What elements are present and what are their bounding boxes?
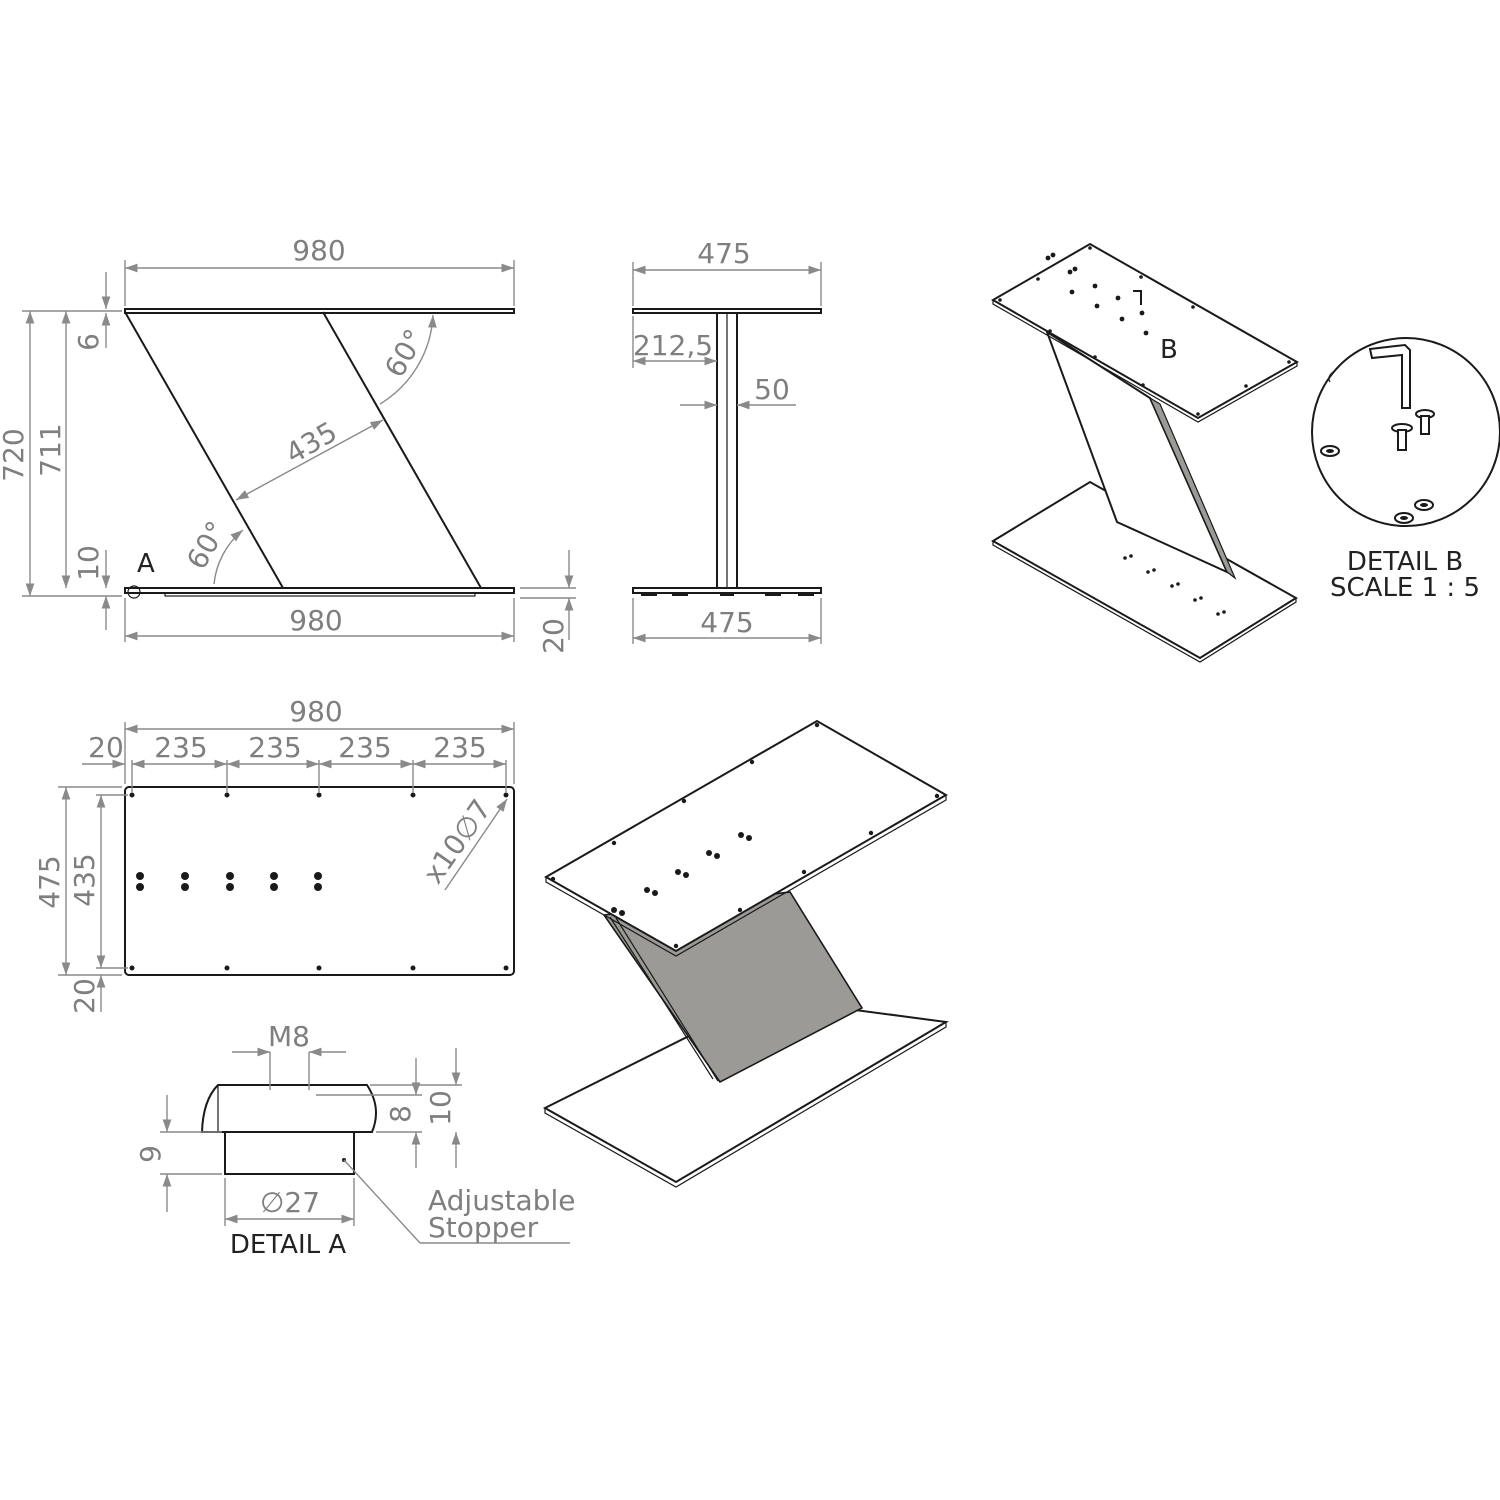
dim-front-height-inner: 711 [34, 423, 67, 476]
detail-b-circle [1311, 337, 1500, 527]
detail-b-scale: SCALE 1 : 5 [1330, 573, 1480, 603]
perimeter-holes [129, 792, 509, 971]
isometric-view-secondary: B [990, 242, 1300, 663]
detail-a-circle [127, 585, 141, 599]
dim-front-stopper-height: 20 [537, 618, 570, 654]
stopper-body [224, 1131, 355, 1175]
detail-a-title: DETAIL A [230, 1230, 347, 1260]
dim-front-angle-bottom: 60° [180, 516, 233, 575]
dim-a-thread: M8 [268, 1020, 310, 1053]
stopper-cap [200, 1084, 377, 1133]
mounting-holes [136, 872, 322, 891]
dim-a-height-8: 8 [384, 1105, 417, 1123]
iso2-base-holes [1123, 554, 1226, 616]
detail-b-callout: B [1160, 335, 1178, 365]
dim-top-width: 980 [289, 695, 342, 728]
dim-front-height-total: 720 [0, 428, 30, 481]
front-leg-left-edge [124, 311, 284, 589]
screw-icon [1391, 409, 1435, 451]
front-base-plate [124, 587, 515, 594]
iso2-top-holes [998, 246, 1291, 416]
note-line-2: Stopper [428, 1211, 539, 1244]
dim-top-spacing-1: 235 [154, 731, 207, 764]
dim-front-top-thickness: 6 [72, 333, 105, 351]
dim-top-spacing-4: 235 [433, 731, 486, 764]
dim-top-bottom-offset: 20 [68, 978, 101, 1014]
dim-side-offset: 212,5 [633, 329, 713, 362]
dim-top-inner-depth: 435 [68, 853, 101, 906]
dim-front-width-top: 980 [292, 234, 345, 267]
dim-a-height-10: 10 [424, 1090, 457, 1126]
dim-side-width-bottom: 475 [700, 606, 753, 639]
detail-a: M8 8 10 9 ∅27 Adjustable Stopper DETAIL … [134, 1020, 575, 1260]
dim-top-spacing-2: 235 [248, 731, 301, 764]
side-base-plate [632, 587, 822, 594]
front-leg-right-edge [322, 311, 482, 589]
dim-front-diagonal-width: 435 [280, 415, 343, 470]
dim-front-angle-top: 60° [378, 324, 431, 383]
dim-top-depth: 475 [33, 855, 66, 908]
front-view: A 980 980 720 711 6 10 20 [0, 234, 576, 654]
front-top-plate [124, 308, 515, 314]
dim-top-holes: x10∅7 [417, 793, 498, 889]
isometric-view-main [542, 719, 949, 1188]
dim-front-base-thickness: 10 [72, 545, 105, 581]
dim-top-spacing-3: 235 [338, 731, 391, 764]
hex-key-icon [1368, 343, 1411, 409]
note-line-1: Adjustable [428, 1184, 575, 1217]
detail-a-callout: A [137, 549, 155, 579]
dim-side-leg-thickness: 50 [754, 373, 790, 406]
dim-top-edge-offset: 20 [88, 731, 124, 764]
detail-b-title: DETAIL B [1347, 547, 1463, 577]
dim-a-height-9: 9 [134, 1145, 167, 1163]
dim-side-width-top: 475 [697, 237, 750, 270]
detail-b: DETAIL B SCALE 1 : 5 [1311, 337, 1500, 603]
front-base-rib [164, 592, 476, 597]
dim-a-diameter: ∅27 [260, 1186, 320, 1219]
top-view: 980 20 235 235 235 235 475 435 20 x10∅7 [33, 695, 515, 1014]
dim-front-width-bottom: 980 [289, 604, 342, 637]
iso-top-holes [550, 722, 940, 949]
side-view: 475 475 212,5 50 [632, 237, 822, 644]
